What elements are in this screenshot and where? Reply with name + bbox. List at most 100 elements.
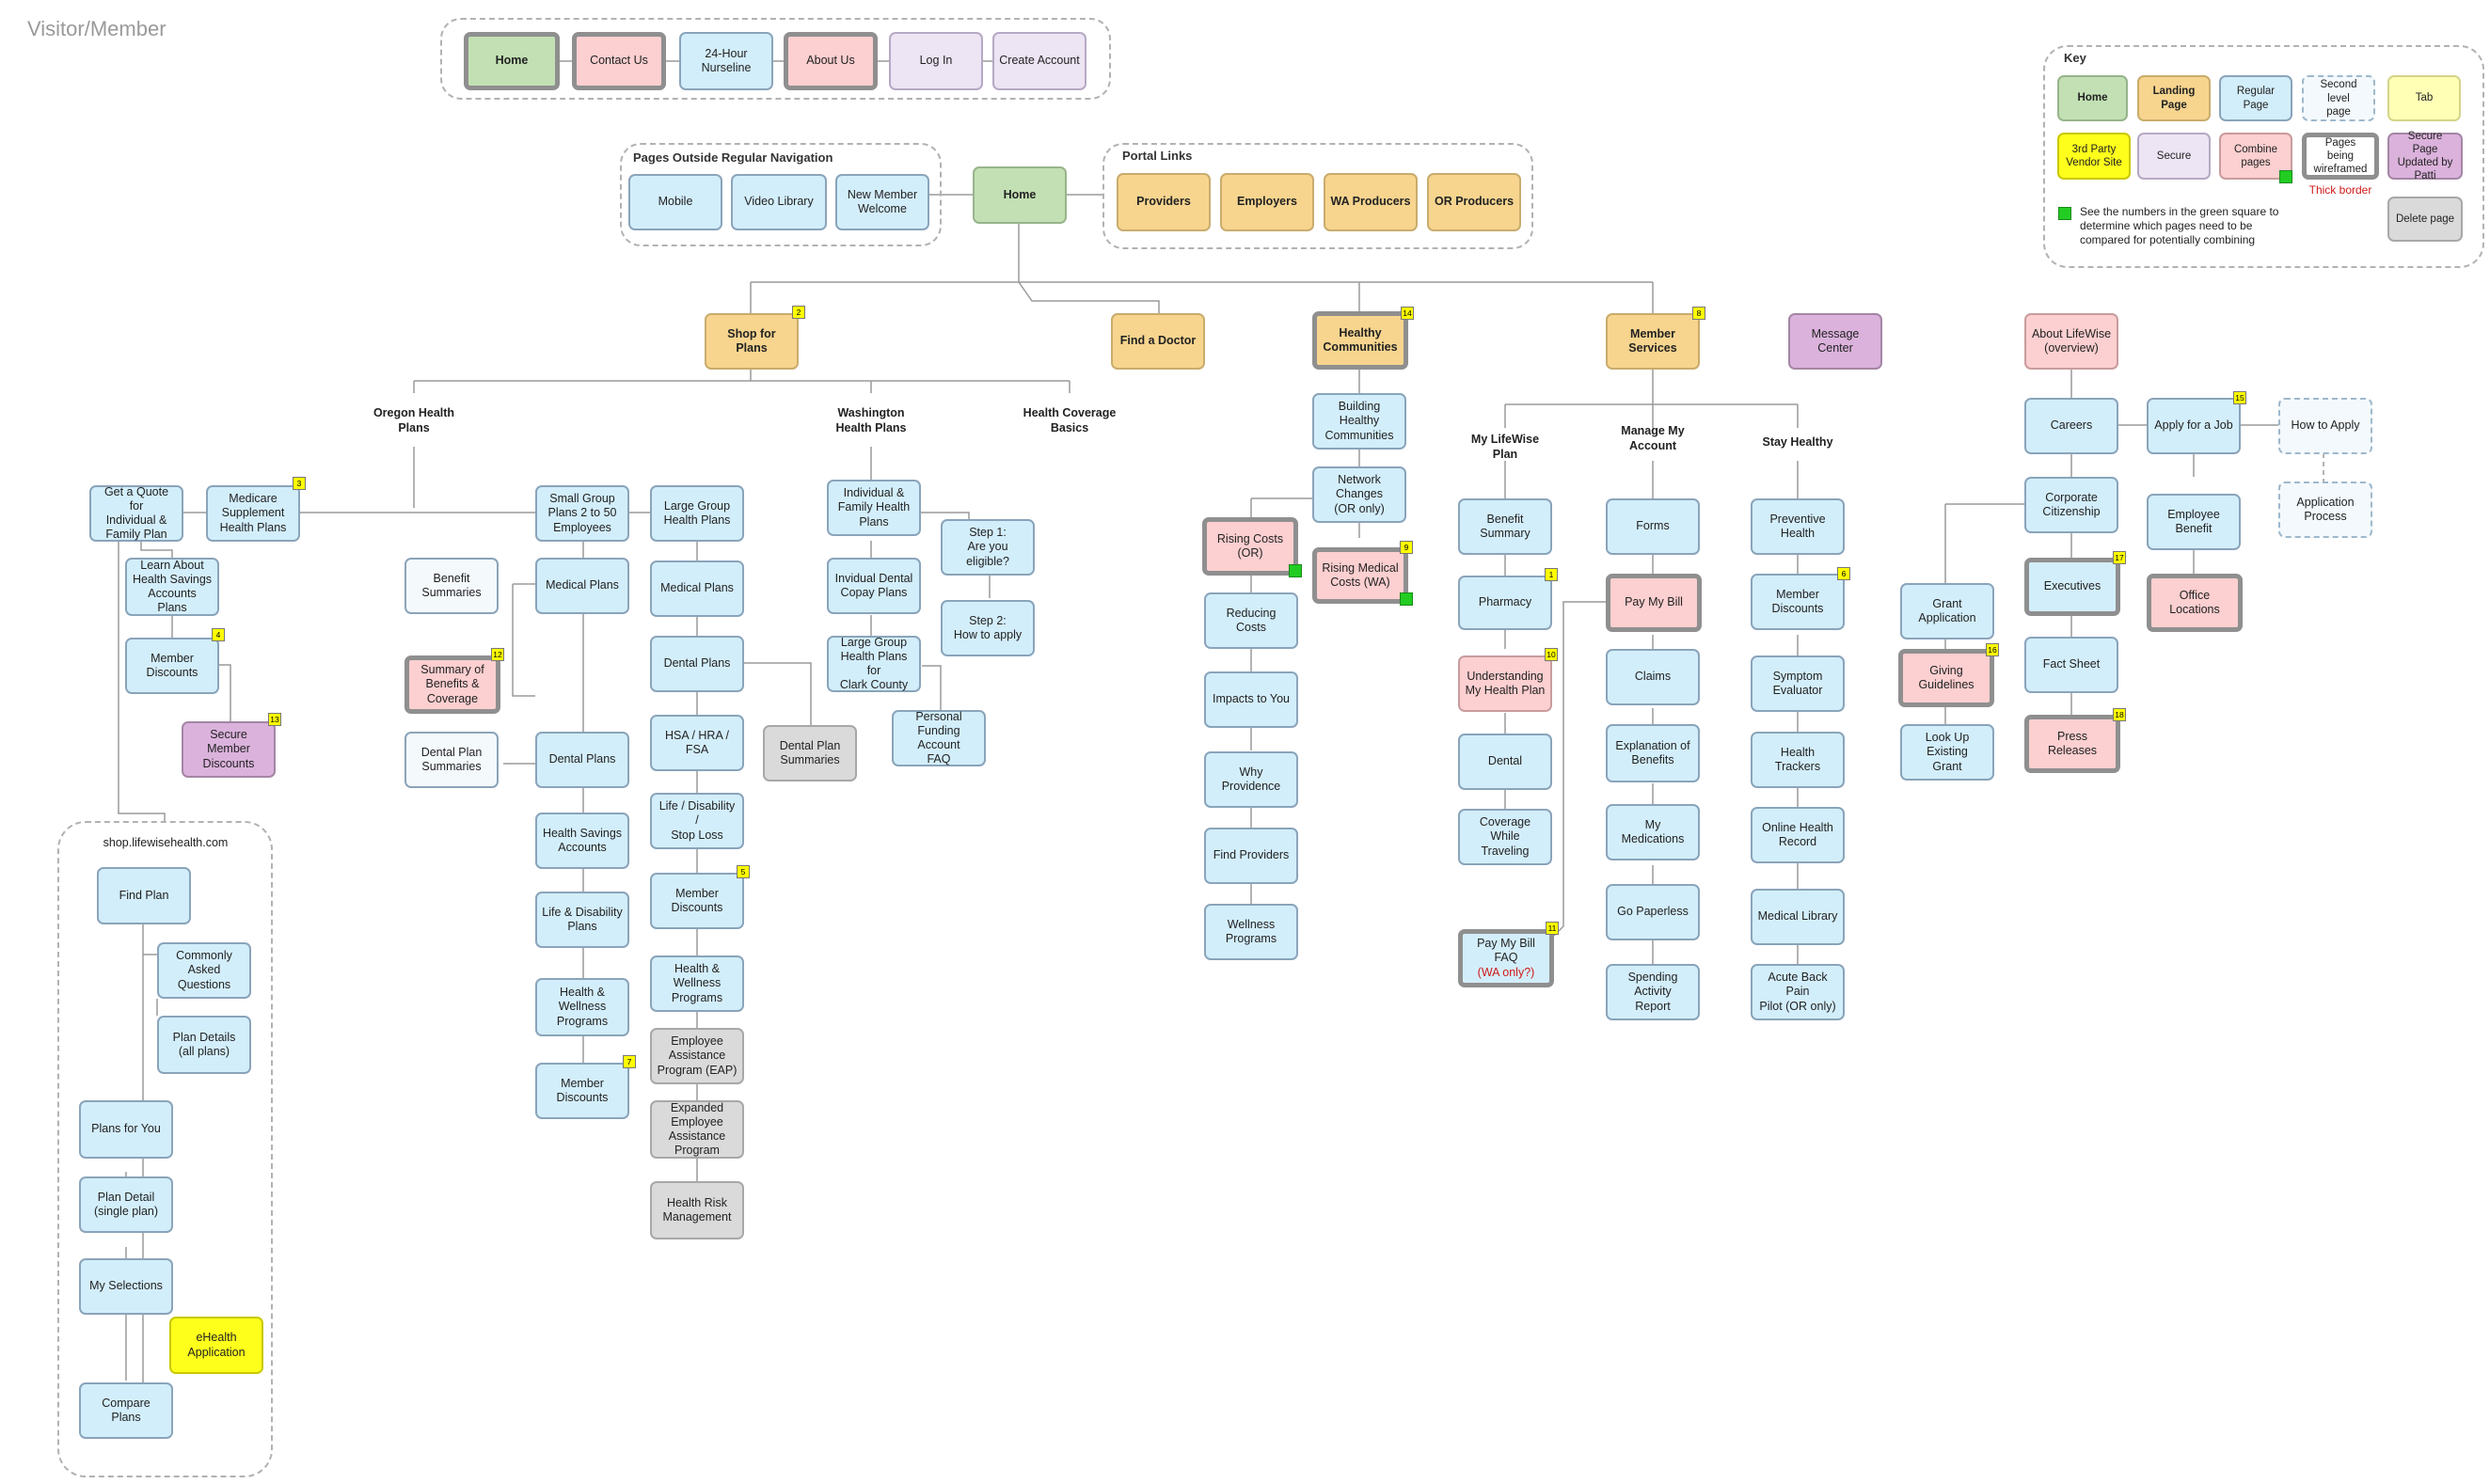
my-medications[interactable]: My Medications	[1606, 804, 1700, 860]
member-discounts-individual[interactable]: Member Discounts	[125, 638, 219, 694]
portal-or-producers[interactable]: OR Producers	[1427, 173, 1521, 231]
sg-dental-plans[interactable]: Dental Plans	[535, 732, 629, 788]
expanded-eap[interactable]: Expanded Employee Assistance Program	[650, 1100, 744, 1159]
plan-details-all[interactable]: Plan Details (all plans)	[157, 1016, 251, 1074]
small-group-plans[interactable]: Small Group Plans 2 to 50 Employees	[535, 485, 629, 542]
topnav-nurseline[interactable]: 24-Hour Nurseline	[679, 32, 773, 90]
topnav-log-in[interactable]: Log In	[889, 32, 983, 90]
health-savings-accounts[interactable]: Health Savings Accounts	[535, 813, 629, 869]
summary-of-benefits[interactable]: Summary of Benefits & Coverage	[404, 655, 500, 714]
find-plan[interactable]: Find Plan	[97, 867, 191, 924]
benefit-summary[interactable]: Benefit Summary	[1458, 498, 1552, 555]
learn-hsa-plans[interactable]: Learn About Health Savings Accounts Plan…	[125, 558, 219, 616]
plans-for-you[interactable]: Plans for You	[79, 1100, 173, 1159]
my-selections[interactable]: My Selections	[79, 1258, 173, 1315]
plan-detail-single[interactable]: Plan Detail (single plan)	[79, 1176, 173, 1233]
topnav-home[interactable]: Home	[464, 32, 560, 90]
health-trackers[interactable]: Health Trackers	[1751, 732, 1845, 788]
spending-activity-report[interactable]: Spending Activity Report	[1606, 964, 1700, 1020]
building-healthy-communities[interactable]: Building Healthy Communities	[1312, 393, 1406, 450]
pharmacy[interactable]: Pharmacy	[1458, 576, 1552, 630]
forms[interactable]: Forms	[1606, 498, 1700, 555]
sg-medical-plans[interactable]: Medical Plans	[535, 558, 629, 614]
life-disability-stop-loss[interactable]: Life / Disability / Stop Loss	[650, 793, 744, 849]
pay-my-bill[interactable]: Pay My Bill	[1606, 574, 1702, 632]
healthy-communities[interactable]: Healthy Communities	[1312, 311, 1408, 370]
health-risk-management[interactable]: Health Risk Management	[650, 1181, 744, 1239]
topnav-about-us[interactable]: About Us	[784, 32, 878, 90]
claims[interactable]: Claims	[1606, 649, 1700, 705]
large-group-plans[interactable]: Large Group Health Plans	[650, 485, 744, 542]
lg-member-discounts[interactable]: Member Discounts	[650, 873, 744, 929]
portal-wa-producers[interactable]: WA Producers	[1324, 173, 1418, 231]
grant-application[interactable]: Grant Application	[1900, 583, 1994, 639]
go-paperless[interactable]: Go Paperless	[1606, 884, 1700, 940]
wa-large-group-clark[interactable]: Large Group Health Plans for Clark Count…	[827, 636, 921, 692]
ehealth-application[interactable]: eHealth Application	[169, 1317, 263, 1374]
topnav-contact-us[interactable]: Contact Us	[572, 32, 666, 90]
life-disability-plans[interactable]: Life & Disability Plans	[535, 892, 629, 948]
dental[interactable]: Dental	[1458, 734, 1552, 790]
message-center[interactable]: Message Center	[1788, 313, 1882, 370]
lg-dental-plans[interactable]: Dental Plans	[650, 636, 744, 692]
portal-employers[interactable]: Employers	[1220, 173, 1314, 231]
lg-medical-plans[interactable]: Medical Plans	[650, 560, 744, 617]
why-providence[interactable]: Why Providence	[1204, 751, 1298, 808]
giving-guidelines[interactable]: Giving Guidelines	[1898, 649, 1994, 707]
coverage-while-traveling[interactable]: Coverage While Traveling	[1458, 809, 1552, 865]
press-releases[interactable]: Press Releases	[2024, 715, 2120, 773]
topnav-create-account[interactable]: Create Account	[992, 32, 1086, 90]
impacts-to-you[interactable]: Impacts to You	[1204, 671, 1298, 728]
look-up-existing-grant[interactable]: Look Up Existing Grant	[1900, 724, 1994, 781]
benefit-summaries[interactable]: Benefit Summaries	[404, 558, 499, 614]
apply-for-a-job[interactable]: Apply for a Job	[2147, 398, 2241, 454]
preventive-health[interactable]: Preventive Health	[1751, 498, 1845, 555]
dental-plan-summaries[interactable]: Dental Plan Summaries	[404, 732, 499, 788]
wa-individual-family[interactable]: Individual & Family Health Plans	[827, 480, 921, 536]
get-a-quote[interactable]: Get a Quote for Individual & Family Plan	[89, 485, 183, 542]
center-home[interactable]: Home	[973, 166, 1067, 224]
rising-medical-costs-wa[interactable]: Rising Medical Costs (WA)	[1312, 547, 1408, 604]
wellness-programs[interactable]: Wellness Programs	[1204, 904, 1298, 960]
video-library-page[interactable]: Video Library	[731, 174, 827, 230]
stay-member-discounts[interactable]: Member Discounts	[1751, 574, 1845, 630]
portal-providers[interactable]: Providers	[1117, 173, 1211, 231]
new-member-welcome-page[interactable]: New Member Welcome	[835, 174, 929, 230]
find-a-doctor[interactable]: Find a Doctor	[1111, 313, 1205, 370]
lg-health-wellness[interactable]: Health & Wellness Programs	[650, 955, 744, 1012]
executives[interactable]: Executives	[2024, 558, 2120, 616]
careers[interactable]: Careers	[2024, 398, 2118, 454]
understanding-health-plan[interactable]: Understanding My Health Plan	[1458, 655, 1552, 712]
step-2-apply[interactable]: Step 2: How to apply	[941, 600, 1035, 656]
reducing-costs[interactable]: Reducing Costs	[1204, 592, 1298, 649]
personal-funding-faq[interactable]: Personal Funding Account FAQ	[892, 710, 986, 766]
acute-back-pain[interactable]: Acute Back Pain Pilot (OR only)	[1751, 964, 1845, 1020]
step-1-eligible[interactable]: Step 1: Are you eligible?	[941, 519, 1035, 576]
compare-plans[interactable]: Compare Plans	[79, 1382, 173, 1439]
fact-sheet[interactable]: Fact Sheet	[2024, 637, 2118, 693]
find-providers[interactable]: Find Providers	[1204, 828, 1298, 884]
medicare-supplement[interactable]: Medicare Supplement Health Plans	[206, 485, 300, 542]
sg-member-discounts[interactable]: Member Discounts	[535, 1063, 629, 1119]
employee-benefit[interactable]: Employee Benefit	[2147, 494, 2241, 550]
explanation-of-benefits[interactable]: Explanation of Benefits	[1606, 724, 1700, 782]
hsa-hra-fsa[interactable]: HSA / HRA / FSA	[650, 715, 744, 771]
sg-health-wellness[interactable]: Health & Wellness Programs	[535, 978, 629, 1036]
lg-dental-summaries[interactable]: Dental Plan Summaries	[763, 725, 857, 781]
wa-dental-copay[interactable]: Invidual Dental Copay Plans	[827, 558, 921, 614]
how-to-apply[interactable]: How to Apply	[2278, 398, 2372, 454]
employee-assistance-program[interactable]: Employee Assistance Program (EAP)	[650, 1028, 744, 1084]
medical-library[interactable]: Medical Library	[1751, 889, 1845, 945]
commonly-asked-questions[interactable]: Commonly Asked Questions	[157, 942, 251, 999]
secure-member-discounts[interactable]: Secure Member Discounts	[182, 721, 276, 778]
network-changes[interactable]: Network Changes (OR only)	[1312, 466, 1406, 523]
member-services[interactable]: Member Services	[1606, 313, 1700, 370]
mobile-page[interactable]: Mobile	[628, 174, 722, 230]
shop-for-plans[interactable]: Shop for Plans	[705, 313, 799, 370]
pay-my-bill-faq[interactable]: Pay My Bill FAQ (WA only?)	[1458, 929, 1554, 987]
about-lifewise-overview[interactable]: About LifeWise (overview)	[2024, 313, 2118, 370]
office-locations[interactable]: Office Locations	[2147, 574, 2243, 632]
symptom-evaluator[interactable]: Symptom Evaluator	[1751, 655, 1845, 712]
online-health-record[interactable]: Online Health Record	[1751, 807, 1845, 863]
rising-costs-or[interactable]: Rising Costs (OR)	[1202, 517, 1298, 576]
